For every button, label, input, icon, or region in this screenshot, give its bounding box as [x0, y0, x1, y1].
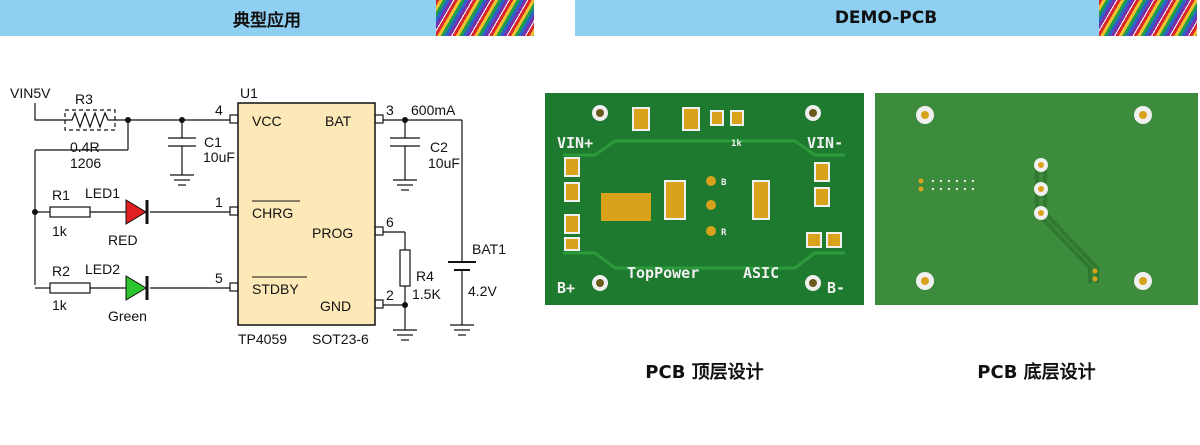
header-title: DEMO-PCB [834, 8, 938, 28]
c2-value: 10uF [428, 155, 460, 171]
led1-red-icon [125, 199, 147, 225]
led2-ref: LED2 [85, 261, 120, 277]
prog-label: PROG [312, 225, 353, 241]
r2-ref: R2 [52, 263, 70, 279]
chip-package: SOT23-6 [312, 331, 369, 347]
c1-ref: C1 [204, 134, 222, 150]
rainbow-decoration [436, 0, 534, 36]
r1-value: 1k [52, 223, 68, 239]
silk-b-plus: B+ [557, 279, 575, 297]
pin2-label: 2 [386, 287, 394, 303]
pin1-label: 1 [215, 194, 223, 210]
led2-color: Green [108, 308, 147, 324]
chrg-label: CHRG [252, 205, 293, 221]
section-header-demo-pcb: DEMO-PCB [575, 0, 1197, 36]
current-label: 600mA [411, 102, 456, 118]
u1-ref: U1 [240, 85, 258, 101]
caption-pcb-top: PCB 顶层设计 [645, 362, 764, 383]
pin4-label: 4 [215, 102, 223, 118]
bat1-value: 4.2V [468, 283, 497, 299]
bat1-ref: BAT1 [472, 241, 506, 257]
caption-pcb-bottom: PCB 底层设计 [977, 362, 1096, 383]
vcc-label: VCC [252, 113, 282, 129]
led1-ref: LED1 [85, 185, 120, 201]
r3-resistor [65, 111, 115, 129]
led2-green-icon [125, 275, 147, 301]
silk-brand: TopPower [627, 264, 699, 282]
r2-value: 1k [52, 297, 68, 313]
led1-color: RED [108, 232, 138, 248]
gnd-label: GND [320, 298, 351, 314]
r1-ref: R1 [52, 187, 70, 203]
section-header-typical-application: 典型应用 [0, 0, 534, 36]
c1-value: 10uF [203, 149, 235, 165]
c2-ref: C2 [430, 139, 448, 155]
r4-ref: R4 [416, 268, 434, 284]
r3-package: 1206 [70, 155, 101, 171]
tp4059-chip [237, 102, 376, 326]
vin-wire [34, 103, 65, 121]
bat-label: BAT [325, 113, 352, 129]
r4-value: 1.5K [412, 286, 441, 302]
silk-1k: 1k [731, 139, 742, 149]
vin-label: VIN5V [10, 85, 51, 101]
silk-vin-minus: VIN- [807, 134, 843, 152]
silk-b-minus: B- [827, 279, 845, 297]
pin6-label: 6 [386, 214, 394, 230]
chip-name: TP4059 [238, 331, 287, 347]
pin5-label: 5 [215, 270, 223, 286]
schematic-diagram: VIN5V R3 0.4R 1206 U1 4 3 1 6 5 2 VCC BA… [10, 85, 506, 347]
silk-vin-plus: VIN+ [557, 134, 593, 152]
silk-r: R [721, 228, 727, 238]
pcb-bottom-image [875, 93, 1198, 305]
pin3-label: 3 [386, 102, 394, 118]
ic-footprint [601, 193, 651, 221]
pcb-top-image: VIN+ VIN- B+ B- TopPower ASIC 1k B R [545, 93, 864, 305]
header-title: 典型应用 [233, 10, 301, 31]
silk-b: B [721, 178, 727, 188]
r3-value: 0.4R [70, 139, 100, 155]
silk-asic: ASIC [743, 264, 779, 282]
stdby-label: STDBY [252, 281, 299, 297]
rainbow-decoration [1099, 0, 1197, 36]
r3-ref: R3 [75, 91, 93, 107]
